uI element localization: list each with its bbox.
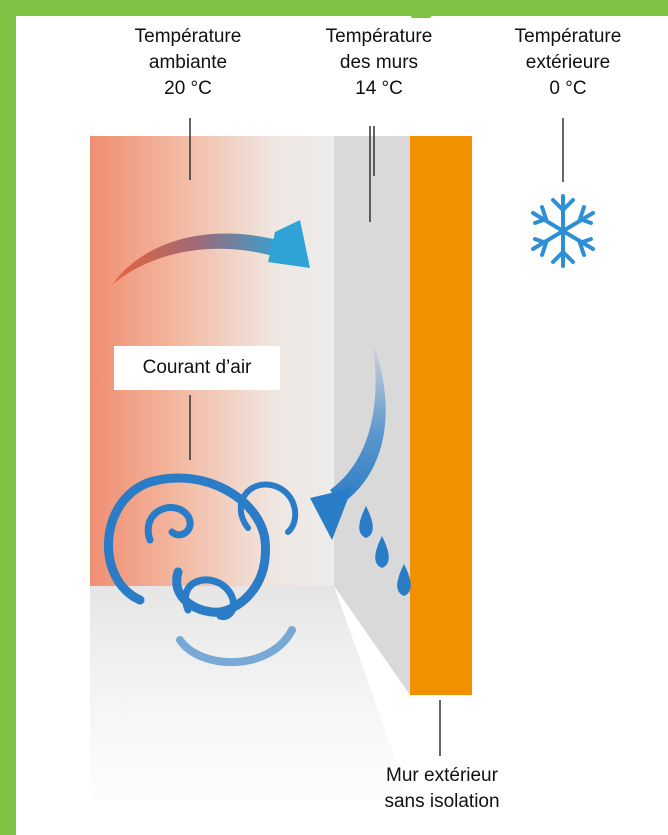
frame-tab (400, 0, 446, 18)
outside-temperature-label: Température extérieure 0 °C (488, 24, 648, 102)
outside-subtitle: extérieure (525, 52, 611, 73)
warm-air-arrow (112, 220, 310, 285)
wall-outer-face (410, 136, 472, 695)
outside-value: 0 °C (549, 78, 587, 99)
cold-air-arrow (310, 340, 386, 540)
ambient-title: Température (134, 26, 242, 47)
wall-inner-face (334, 136, 410, 695)
room-floor (90, 586, 410, 800)
frame-left-border (0, 0, 16, 835)
snowflake-icon (531, 194, 595, 268)
walls-subtitle: des murs (339, 52, 419, 73)
frame-top-border (0, 0, 668, 16)
wall-label-line-2: sans isolation (384, 791, 500, 812)
wall-label-line-1: Mur extérieur (386, 765, 498, 786)
water-drop-icon (359, 506, 411, 596)
walls-temperature-label: Température des murs 14 °C (298, 24, 460, 102)
air-swirl-icon (104, 473, 299, 667)
draft-label: Courant d’air (114, 346, 280, 390)
ambient-temperature-label: Température ambiante 20 °C (108, 24, 268, 102)
walls-value: 14 °C (355, 78, 403, 99)
walls-title: Température (325, 26, 433, 47)
outside-title: Température (514, 26, 622, 47)
ambient-value: 20 °C (164, 78, 212, 99)
wall-label: Mur extérieur sans isolation (352, 763, 532, 815)
ambient-subtitle: ambiante (148, 52, 228, 73)
